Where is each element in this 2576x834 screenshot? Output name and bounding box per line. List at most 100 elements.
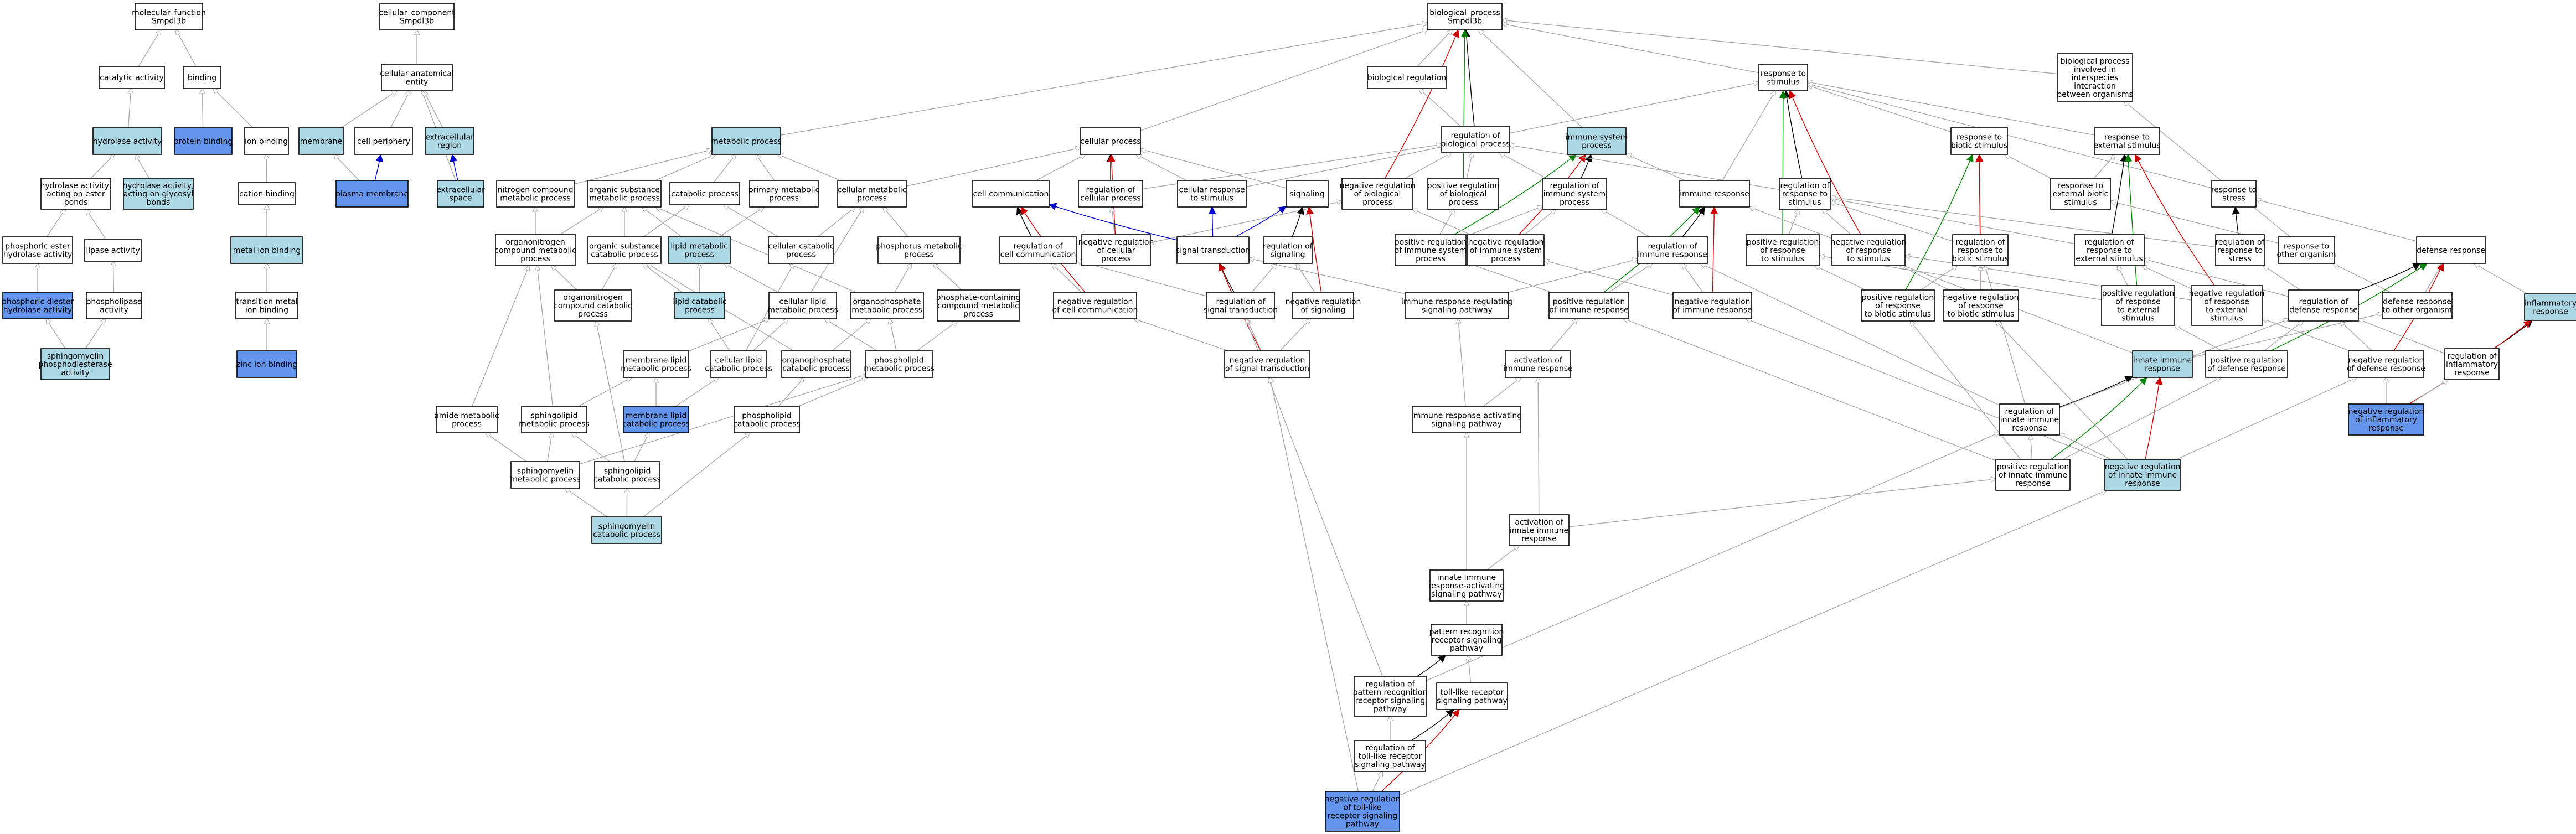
term-node-dr[interactable]: defense response [2416, 236, 2486, 264]
term-node-cp[interactable]: cellular process [1080, 127, 1141, 155]
term-node-met[interactable]: metabolic process [711, 127, 782, 155]
term-node-zib[interactable]: zinc ion binding [236, 350, 297, 378]
term-node-cat[interactable]: catalytic activity [99, 66, 165, 89]
term-node-bind[interactable]: binding [183, 66, 221, 89]
term-node-ir[interactable]: immune response [1679, 180, 1750, 208]
term-node-catb[interactable]: cation binding [238, 182, 296, 205]
term-node-ionb[interactable]: ion binding [244, 127, 289, 155]
term-node-pm[interactable]: plasma membrane [335, 180, 409, 208]
term-node-sig[interactable]: signaling [1286, 180, 1329, 208]
term-node-ccom[interactable]: cell communication [972, 180, 1050, 208]
term-node-mib[interactable]: metal ion binding [230, 236, 303, 264]
term-node-st[interactable]: signal transduction [1176, 236, 1250, 264]
term-node-breg[interactable]: biological regulation [1367, 66, 1447, 89]
term-node-hyd[interactable]: hydrolase activity [92, 127, 162, 155]
